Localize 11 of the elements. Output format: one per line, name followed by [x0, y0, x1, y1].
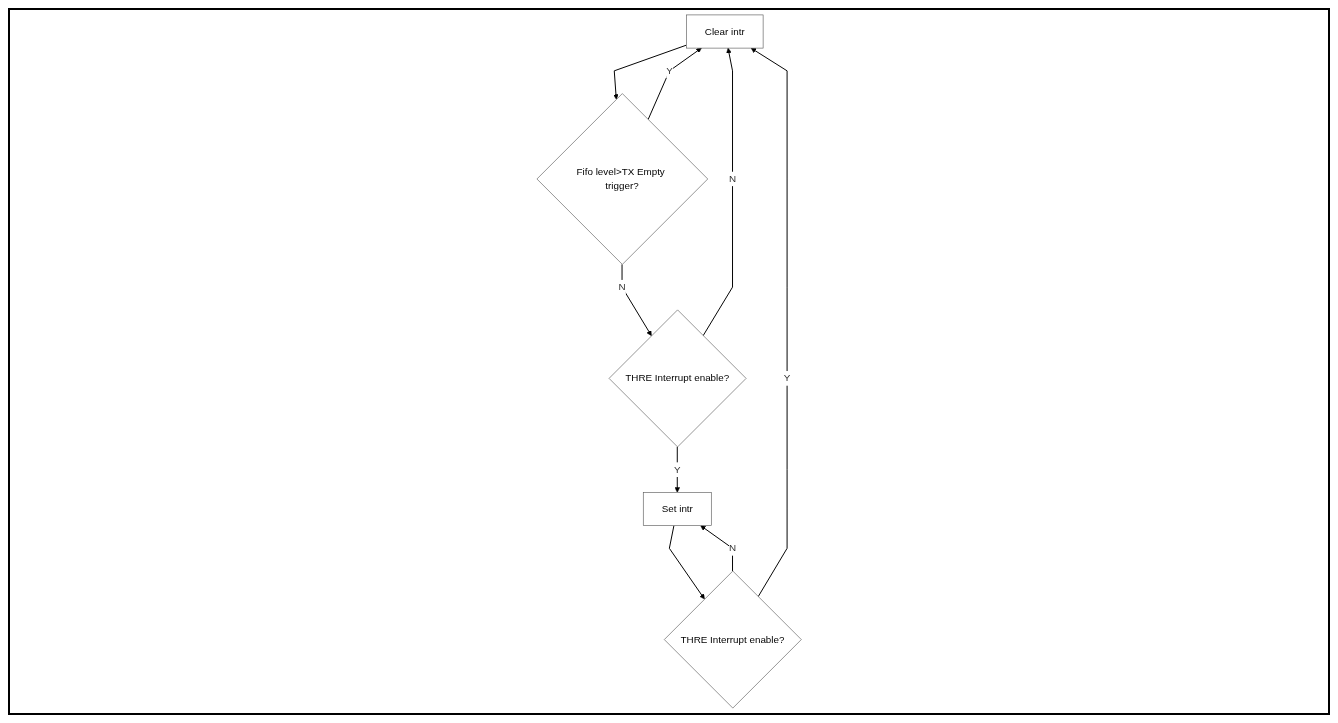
edge-label: Y — [673, 464, 681, 475]
node-diamond: THRE Interrupt enable? — [663, 570, 802, 709]
node-box: Set intr — [642, 492, 712, 526]
edge-label: Y — [666, 65, 673, 76]
node-diamond: THRE Interrupt enable? — [608, 309, 747, 448]
edge-label: N — [728, 542, 736, 554]
edge-label: N — [728, 173, 736, 184]
edge-label: N — [618, 281, 626, 293]
node-diamond: Fifo level>TX Empty trigger? — [536, 93, 708, 265]
edge-label: Y — [783, 372, 791, 384]
node-box: Clear intr — [685, 14, 764, 49]
